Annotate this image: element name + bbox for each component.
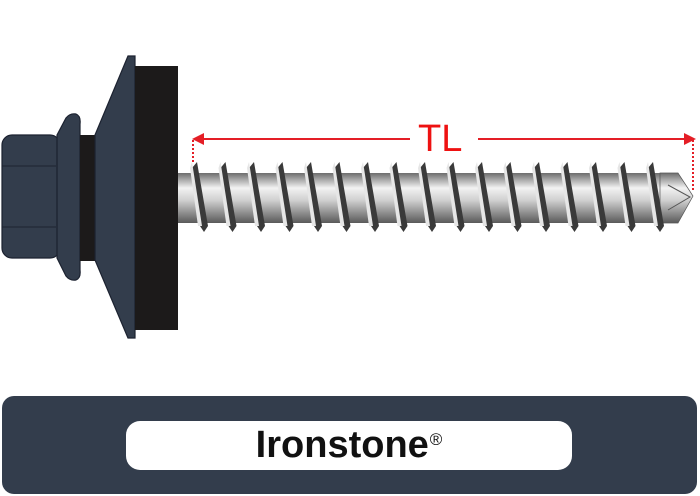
thread-highlight	[617, 162, 630, 226]
thread-highlight	[275, 162, 288, 226]
thread	[562, 162, 579, 232]
bonded-washer	[94, 55, 136, 339]
screw-threads	[190, 162, 664, 232]
registered-mark: ®	[429, 429, 443, 449]
thread-highlight	[247, 162, 259, 226]
thread	[648, 162, 664, 232]
thread-highlight	[560, 162, 573, 226]
screw-head	[1, 55, 178, 339]
thread	[448, 162, 465, 232]
thread-highlight	[389, 162, 402, 226]
thread-highlight	[589, 162, 601, 226]
thread-highlight	[304, 162, 316, 226]
thread	[220, 162, 237, 232]
thread-highlight	[532, 162, 544, 226]
thread	[534, 162, 550, 232]
small-washer	[80, 135, 95, 261]
thread	[334, 162, 351, 232]
dimension-arrow	[192, 133, 696, 190]
thread	[477, 162, 493, 232]
product-name: Ironstone	[255, 424, 429, 466]
thread-highlight	[218, 162, 231, 226]
thread	[363, 162, 379, 232]
screw-illustration	[1, 55, 696, 339]
thread	[420, 162, 436, 232]
rubber-seal	[135, 66, 178, 330]
thread	[391, 162, 408, 232]
thread	[306, 162, 322, 232]
thread-highlight	[446, 162, 459, 226]
hex-head	[1, 134, 61, 259]
thread	[591, 162, 607, 232]
thread-highlight	[418, 162, 430, 226]
thread	[277, 162, 294, 232]
thread	[192, 162, 208, 232]
thread-highlight	[475, 162, 487, 226]
thread	[619, 162, 636, 232]
product-name-pill: Ironstone®	[126, 421, 572, 470]
thread-highlight	[190, 162, 202, 226]
thread	[505, 162, 522, 232]
thread-highlight	[503, 162, 516, 226]
thread-highlight	[332, 162, 345, 226]
flange	[56, 113, 81, 281]
dimension-label: TL	[418, 118, 463, 160]
thread	[249, 162, 265, 232]
thread-highlight	[646, 162, 658, 226]
thread-highlight	[361, 162, 373, 226]
